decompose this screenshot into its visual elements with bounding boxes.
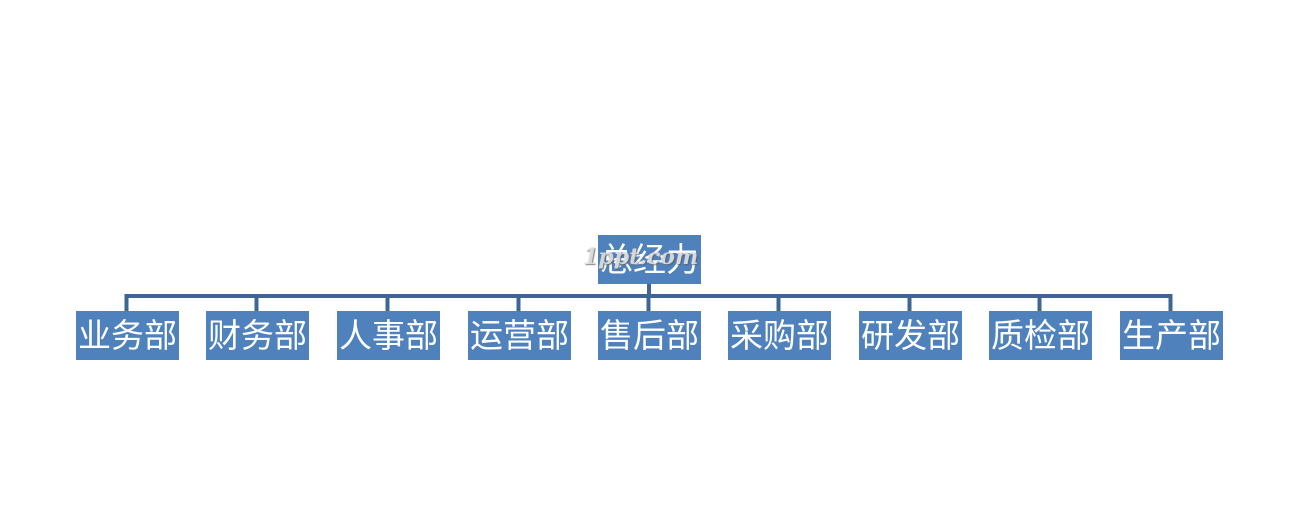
node-department[interactable]: 财务部 — [206, 311, 309, 360]
node-label: 业务部 — [78, 316, 177, 355]
node-label: 运营部 — [470, 316, 569, 355]
node-label: 总经力 — [600, 240, 699, 279]
node-label: 研发部 — [861, 316, 960, 355]
node-department[interactable]: 人事部 — [337, 311, 440, 360]
node-label: 人事部 — [339, 316, 438, 355]
node-label: 生产部 — [1122, 316, 1221, 355]
node-label: 售后部 — [600, 316, 699, 355]
node-general-manager[interactable]: 总经力 — [598, 235, 701, 284]
node-department[interactable]: 质检部 — [989, 311, 1092, 360]
node-department[interactable]: 采购部 — [728, 311, 831, 360]
node-label: 财务部 — [208, 316, 307, 355]
node-department[interactable]: 生产部 — [1120, 311, 1223, 360]
node-department[interactable]: 运营部 — [468, 311, 571, 360]
node-label: 质检部 — [991, 316, 1090, 355]
node-department[interactable]: 业务部 — [76, 311, 179, 360]
node-department[interactable]: 研发部 — [859, 311, 962, 360]
node-department[interactable]: 售后部 — [598, 311, 701, 360]
node-label: 采购部 — [730, 316, 829, 355]
